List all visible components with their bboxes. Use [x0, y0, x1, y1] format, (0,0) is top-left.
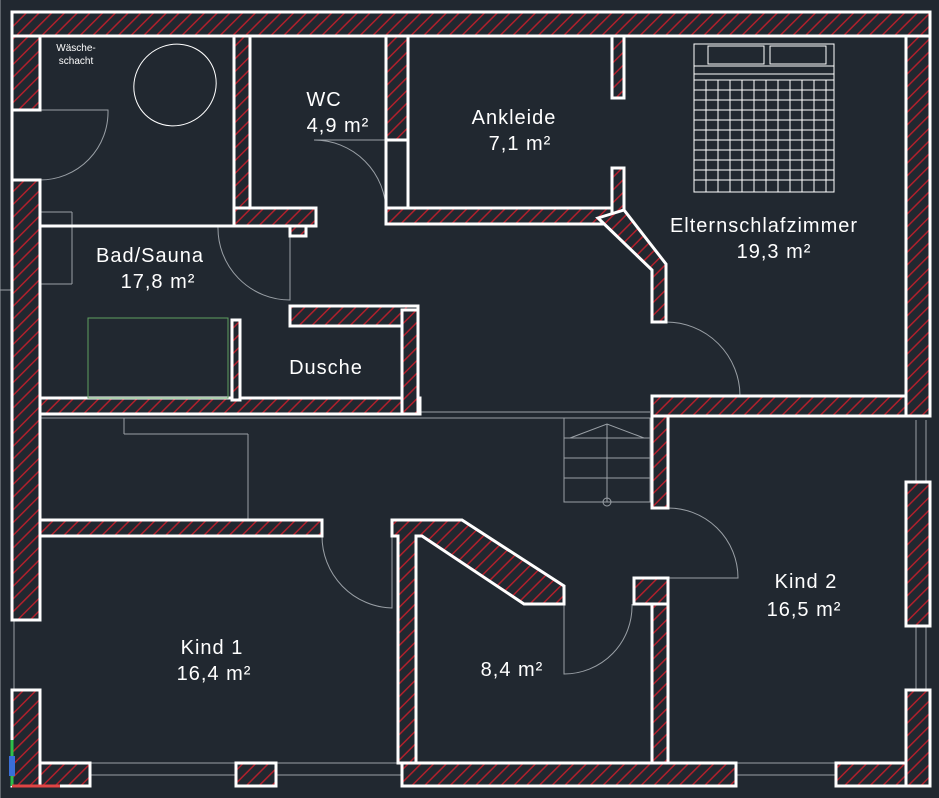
door-swing-kind2: [665, 507, 739, 579]
door-swings: [39, 109, 741, 675]
room-area-eltern: 19,3 m²: [737, 241, 812, 263]
bed-icon: [693, 43, 835, 193]
room-area-wc: 4,9 m²: [307, 115, 370, 137]
room-name-eltern: Elternschlafzimmer: [670, 215, 858, 237]
waesche-label-line1: Wäsche-: [56, 43, 95, 54]
fixtures: [87, 43, 835, 399]
ucs-axis-icon: [9, 740, 60, 788]
room-area-kind2: 16,5 m²: [767, 599, 842, 621]
room-name-ankleide: Ankleide: [472, 107, 557, 129]
room-name-wc: WC: [306, 89, 341, 111]
door-swing-wc: [313, 139, 387, 213]
sauna-bench: [87, 317, 229, 399]
room-area-kind1: 16,4 m²: [177, 663, 252, 685]
door-swing-kind1: [321, 535, 393, 609]
room-area-ankleide: 7,1 m²: [489, 133, 552, 155]
door-swing-eltern: [665, 321, 741, 397]
stairs-icon: [563, 417, 651, 507]
door-swing-small: [563, 602, 633, 675]
room-name-kind2: Kind 2: [775, 571, 838, 593]
door-swing-bad-entry: [39, 109, 109, 181]
room-name-kind1: Kind 1: [181, 637, 244, 659]
waesche-label-line2: schacht: [59, 56, 94, 67]
room-name-bad: Bad/Sauna: [96, 245, 204, 267]
room-area-small: 8,4 m²: [481, 659, 544, 681]
room-name-dusche: Dusche: [289, 357, 363, 379]
room-labels: Wäsche- schacht WC 4,9 m² Ankleide 7,1 m…: [56, 43, 858, 685]
door-swing-bad: [217, 225, 291, 301]
bathtub-icon: [133, 43, 217, 127]
room-area-bad: 17,8 m²: [121, 271, 196, 293]
walls: [10, 10, 932, 788]
